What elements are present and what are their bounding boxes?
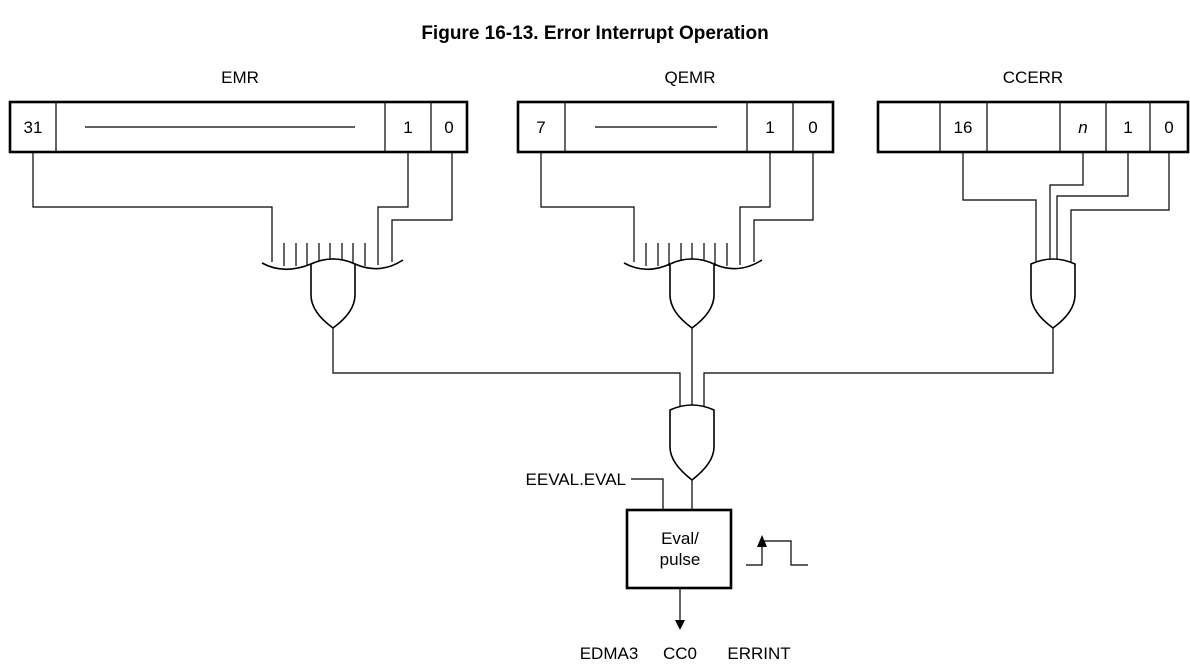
ccerr-wires [962,152,1170,262]
output-word-2: CC0 [663,644,697,663]
emr-label: EMR [221,68,259,87]
ccerr-or-gate [1030,258,1076,329]
qemr-bit-1: 1 [765,118,774,137]
ccerr-label: CCERR [1003,68,1063,87]
eval-pulse-block: Eval/ pulse [625,508,733,590]
eeval-eval-label: EEVAL.EVAL [526,470,626,489]
emr-or-gate [310,258,356,329]
final-or-gate [669,404,715,482]
qemr-label: QEMR [665,68,716,87]
ccerr-bit-1: 1 [1123,118,1132,137]
emr-bit-0: 0 [444,118,453,137]
qemr-bit-0: 0 [808,118,817,137]
output-arrow [675,588,685,630]
final-or-wires [332,328,1054,410]
output-word-3: ERRINT [727,644,790,663]
eval-pulse-line1: Eval/ [661,529,699,548]
emr-wires [32,152,453,271]
qemr-wires [540,152,814,271]
ccerr-bit-n: n [1078,118,1087,137]
ccerr-register: 16 n 1 0 [876,100,1190,154]
pulse-symbol [746,535,808,566]
qemr-register: 7 1 0 [516,100,835,154]
qemr-or-gate [669,258,715,329]
eeval-wire [631,478,664,510]
emr-register: 31 1 0 [8,100,469,154]
output-word-1: EDMA3 [580,644,639,663]
emr-bit-1: 1 [403,118,412,137]
emr-bit-31: 31 [24,118,43,137]
figure-title: Figure 16-13. Error Interrupt Operation [421,23,768,44]
eval-pulse-line2: pulse [660,550,701,569]
ccerr-bit-0: 0 [1164,118,1173,137]
qemr-bit-7: 7 [536,118,545,137]
ccerr-bit-16: 16 [954,118,973,137]
